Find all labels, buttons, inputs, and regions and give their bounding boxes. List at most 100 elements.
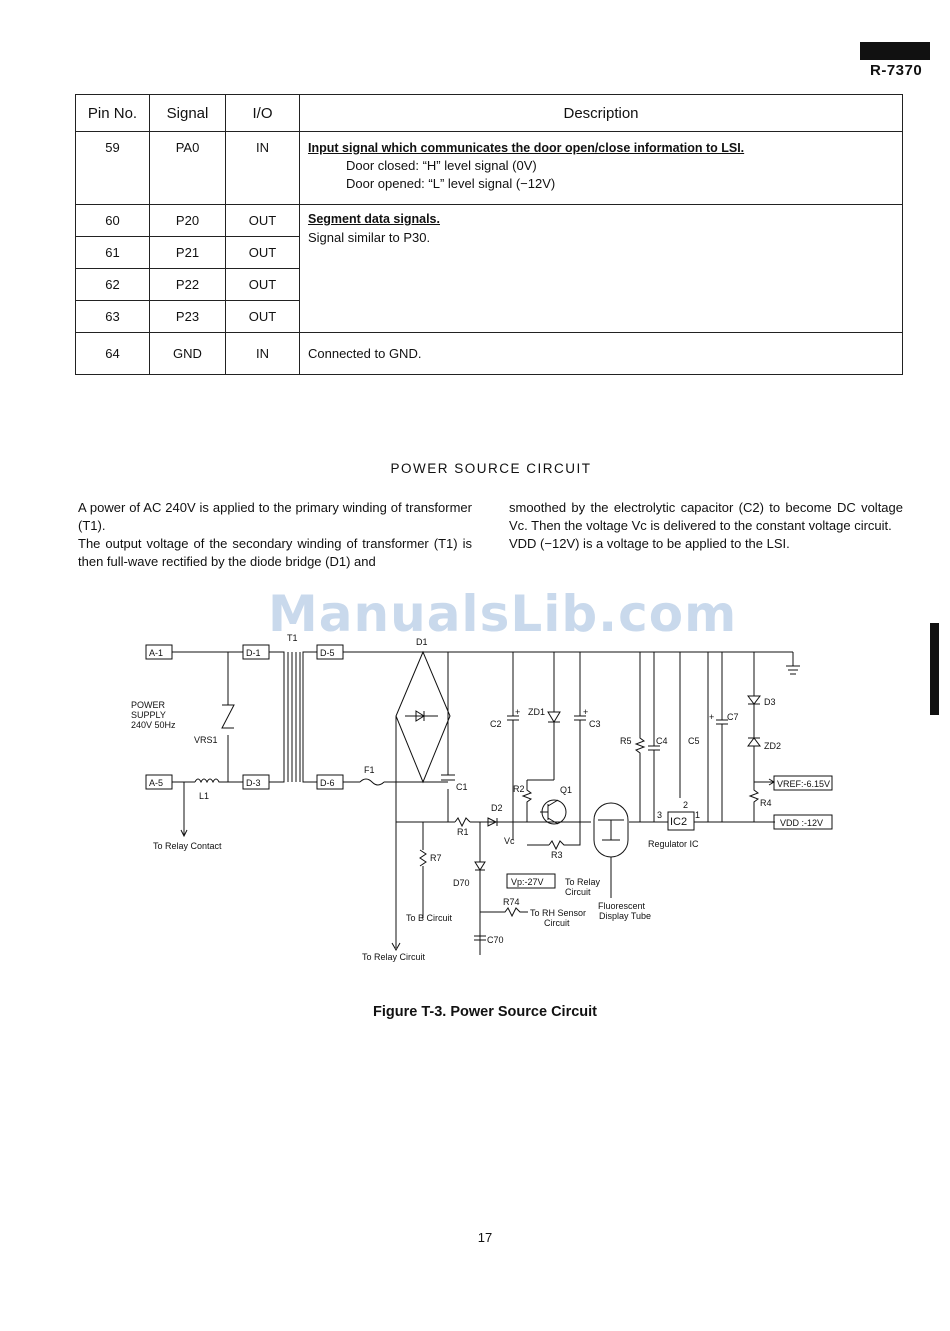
watermark: ManualsLib.com bbox=[268, 585, 738, 643]
pin-cell: 64 bbox=[75, 332, 150, 375]
r4-label: R4 bbox=[760, 798, 772, 808]
resistor-r5 bbox=[634, 652, 646, 822]
capacitor-c4 bbox=[648, 652, 660, 822]
r3-label: R3 bbox=[551, 850, 563, 860]
c3-label: C3 bbox=[589, 719, 601, 729]
f1-label: F1 bbox=[364, 765, 375, 775]
vdd-label: VDD :-12V bbox=[780, 818, 823, 828]
desc-title: Input signal which communicates the door… bbox=[308, 141, 745, 155]
c2-label: C2 bbox=[490, 719, 502, 729]
capacitor-c3 bbox=[574, 652, 586, 822]
resistor-r2 bbox=[521, 779, 554, 822]
transformer-core bbox=[287, 652, 301, 782]
table-row: 61 P21 OUT bbox=[75, 236, 903, 269]
signal-cell: PA0 bbox=[149, 131, 226, 205]
resistor-r74 bbox=[480, 907, 528, 918]
power-label: SUPPLY bbox=[131, 710, 166, 720]
pin-cell: 61 bbox=[75, 236, 150, 269]
desc-line: Door opened: “L” level signal (−12V) bbox=[346, 176, 556, 191]
d3-label: D3 bbox=[764, 697, 776, 707]
c1-label: C1 bbox=[456, 782, 468, 792]
table-row: 62 P22 OUT bbox=[75, 268, 903, 301]
varistor-vrs1 bbox=[221, 704, 235, 729]
r2-label: R2 bbox=[513, 784, 525, 794]
col-description: Description bbox=[299, 94, 903, 132]
table-header-row: Pin No. Signal I/O Description bbox=[75, 94, 903, 132]
vdd-box bbox=[773, 814, 833, 830]
relay-contact-label: To Relay Contact bbox=[153, 841, 222, 851]
capacitor-c70 bbox=[474, 935, 486, 955]
pin-label: 2 bbox=[683, 800, 688, 810]
connector-d1-label: D-1 bbox=[246, 648, 261, 658]
tube-electrodes bbox=[598, 819, 624, 841]
section-title: POWER SOURCE CIRCUIT bbox=[390, 461, 592, 476]
d3-zd2-r4 bbox=[747, 652, 761, 822]
paragraph-text: smoothed by the electrolytic capacitor (… bbox=[509, 500, 903, 533]
secondary-wires bbox=[343, 651, 793, 783]
power-label: POWER bbox=[131, 700, 166, 710]
connector-d3-label: D-3 bbox=[246, 778, 261, 788]
pin-table: Pin No. Signal I/O Description 59 PA0 IN… bbox=[75, 94, 903, 375]
connector-d6-label: D-6 bbox=[320, 778, 335, 788]
to-b-label: To B Circuit bbox=[406, 913, 453, 923]
desc-line: Signal similar to P30. bbox=[308, 230, 431, 245]
diode-bridge-d1 bbox=[395, 650, 451, 784]
vrs1-label: VRS1 bbox=[194, 735, 218, 745]
table-row: 60 P20 OUT Segment data signals. Signal … bbox=[75, 204, 903, 333]
relay-circuit-label: To Relay Circuit bbox=[362, 952, 426, 962]
pin-label: 1 bbox=[695, 810, 700, 820]
pin-cell: 59 bbox=[75, 131, 150, 205]
plus-mark: + bbox=[515, 707, 520, 717]
regulator-ic2 bbox=[667, 811, 695, 831]
capacitor-c7 bbox=[716, 652, 728, 822]
r5-label: R5 bbox=[620, 736, 632, 746]
l1-label: L1 bbox=[199, 791, 209, 801]
transistor-leads bbox=[540, 799, 559, 825]
arrow-icon bbox=[180, 829, 188, 838]
plus-mark: + bbox=[583, 707, 588, 717]
header-bar bbox=[860, 42, 930, 60]
rh-label: To RH Sensor bbox=[530, 908, 586, 918]
transformer-windings bbox=[269, 651, 317, 783]
vc-label: Vc bbox=[504, 836, 515, 846]
io-cell: IN bbox=[225, 332, 300, 375]
description-cell: Connected to GND. bbox=[299, 332, 903, 375]
desc-line: Door closed: “H” level signal (0V) bbox=[346, 158, 537, 173]
io-cell: IN bbox=[225, 131, 300, 205]
fuse-f1 bbox=[359, 778, 385, 786]
resistor-r7 bbox=[419, 822, 427, 918]
fluor-label: Display Tube bbox=[599, 911, 651, 921]
q1-label: Q1 bbox=[560, 785, 572, 795]
ic2-label: IC2 bbox=[670, 816, 687, 828]
diode-d70 bbox=[474, 822, 486, 940]
paragraph-text: A power of AC 240V is applied to the pri… bbox=[78, 500, 472, 533]
inductor-l1 bbox=[194, 778, 222, 784]
capacitor-c2 bbox=[507, 652, 519, 822]
pin-label: 3 bbox=[657, 810, 662, 820]
paragraph-right: smoothed by the electrolytic capacitor (… bbox=[509, 499, 903, 553]
c4-label: C4 bbox=[656, 736, 668, 746]
d2-label: D2 bbox=[491, 803, 503, 813]
r7-label: R7 bbox=[430, 853, 442, 863]
d70-label: D70 bbox=[453, 878, 470, 888]
vref-arrow bbox=[754, 778, 775, 786]
vp-label: Vp:-27V bbox=[511, 877, 544, 887]
vp-box bbox=[506, 873, 556, 889]
power-label: 240V 50Hz bbox=[131, 720, 176, 730]
io-cell: OUT bbox=[225, 236, 300, 269]
zd1-label: ZD1 bbox=[528, 707, 545, 717]
diode-icon bbox=[405, 710, 438, 722]
signal-cell: P22 bbox=[149, 268, 226, 301]
regulator-label: Regulator IC bbox=[648, 839, 699, 849]
fluor-label: Fluorescent bbox=[598, 901, 646, 911]
description-cell: Input signal which communicates the door… bbox=[299, 131, 903, 205]
c5-label: C5 bbox=[688, 736, 700, 746]
rh-label: Circuit bbox=[544, 918, 570, 928]
zener-zd1 bbox=[547, 652, 561, 780]
description-cell: Segment data signals. Signal similar to … bbox=[299, 204, 903, 333]
connector-a5-label: A-5 bbox=[149, 778, 163, 788]
io-cell: OUT bbox=[225, 268, 300, 301]
c7-label: C7 bbox=[727, 712, 739, 722]
table-row: 64 GND IN Connected to GND. bbox=[75, 332, 903, 375]
